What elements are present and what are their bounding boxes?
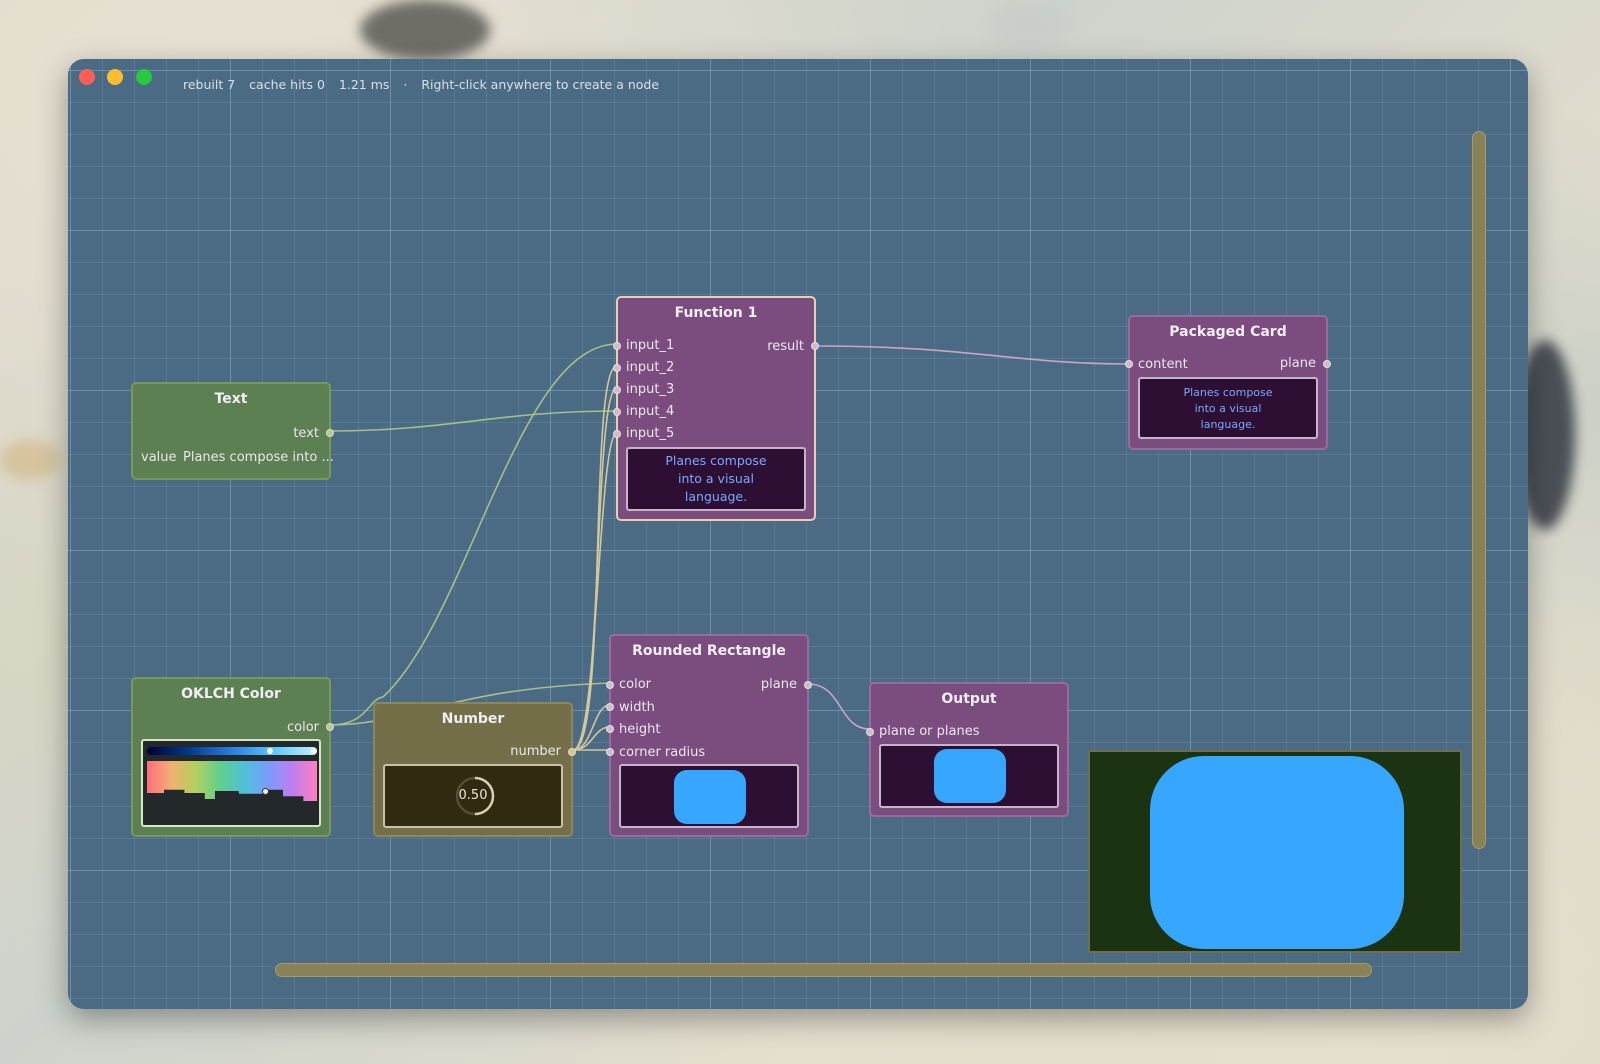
node-title: Output — [941, 691, 997, 707]
number-output-port[interactable] — [568, 748, 576, 756]
function-preview: Planes compose into a visual language. — [626, 447, 806, 511]
corner-radius-input-port[interactable] — [606, 748, 614, 756]
cache-hits: cache hits 0 — [249, 77, 325, 92]
plane-output-port[interactable] — [804, 681, 812, 689]
preview-line: Planes compose — [1183, 386, 1273, 399]
maximize-button[interactable] — [136, 69, 152, 85]
content-input-port[interactable] — [1125, 360, 1133, 368]
input-port-3[interactable] — [613, 386, 621, 394]
color-output-port[interactable] — [326, 723, 334, 731]
value-field[interactable]: Planes compose into ... — [183, 450, 334, 465]
planes-input-port[interactable] — [866, 728, 874, 736]
function-node[interactable]: Function 1 input_1 input_2 input_3 input… — [613, 296, 819, 521]
output-port-label: number — [510, 744, 561, 759]
node-title: Text — [214, 391, 248, 407]
output-port-label: color — [286, 720, 319, 735]
wire-color-to-input1 — [329, 343, 618, 726]
input-port-2[interactable] — [613, 364, 621, 372]
preview-line: into a visual — [678, 471, 754, 486]
input-label: input_1 — [626, 338, 675, 353]
node-title: Number — [441, 711, 505, 727]
input-label: content — [1138, 357, 1188, 372]
output-shape-preview — [934, 749, 1006, 803]
hue-slider[interactable] — [147, 747, 317, 755]
rounded-rect-preview — [674, 770, 746, 824]
input-label: height — [619, 722, 661, 737]
vertical-scrollbar[interactable] — [1472, 131, 1486, 849]
card-preview: Planes compose into a visual language. — [1138, 377, 1318, 439]
minimize-button[interactable] — [107, 69, 123, 85]
output-preview — [879, 744, 1059, 808]
input-port-5[interactable] — [613, 430, 621, 438]
background-paint-stroke — [0, 440, 60, 480]
input-port-1[interactable] — [613, 342, 621, 350]
number-node[interactable]: Number number 0.50 — [373, 702, 576, 837]
wire-text-to-input4 — [329, 410, 618, 432]
node-title: Function 1 — [674, 305, 758, 321]
value-label: value — [141, 450, 177, 465]
wire-plane-to-output — [807, 683, 871, 730]
text-node[interactable]: Text text value Planes compose into ... — [131, 382, 334, 480]
input-label: width — [619, 700, 655, 715]
color-input-port[interactable] — [606, 681, 614, 689]
horizontal-scrollbar[interactable] — [275, 963, 1372, 977]
plane-output-port[interactable] — [1323, 360, 1331, 368]
close-button[interactable] — [79, 69, 95, 85]
wire-result-to-content — [815, 345, 1129, 365]
hue-slider-thumb[interactable] — [267, 748, 273, 754]
output-node[interactable]: Output plane or planes — [866, 682, 1069, 817]
node-title: Packaged Card — [1169, 324, 1287, 340]
width-input-port[interactable] — [606, 703, 614, 711]
input-label: corner radius — [619, 745, 706, 760]
input-label: plane or planes — [879, 724, 980, 739]
preview-line: language. — [684, 489, 748, 504]
input-port-4[interactable] — [613, 408, 621, 416]
chroma-gamut[interactable] — [147, 761, 317, 801]
hue-slider-end-thumb — [311, 748, 317, 754]
rendered-rounded-rectangle — [1150, 756, 1404, 949]
preview-line: language. — [1200, 418, 1256, 431]
result-output-port[interactable] — [811, 342, 819, 350]
height-input-port[interactable] — [606, 725, 614, 733]
input-label: input_5 — [626, 426, 675, 441]
output-port-label: plane — [1279, 356, 1316, 371]
text-output-port[interactable] — [326, 429, 334, 437]
color-picker[interactable] — [141, 739, 321, 827]
output-port-label: text — [293, 426, 319, 441]
number-dial-panel[interactable]: 0.50 — [383, 764, 563, 828]
rebuild-count: rebuilt 7 — [183, 77, 236, 92]
build-time: 1.21 ms — [338, 77, 390, 92]
node-title: OKLCH Color — [181, 686, 281, 702]
hint-text: Right-click anywhere to create a node — [421, 77, 660, 92]
preview-line: into a visual — [1194, 402, 1262, 415]
rounded-rectangle-node[interactable]: Rounded Rectangle color width height cor… — [606, 634, 812, 837]
wire-number-to-height — [572, 726, 611, 751]
render-output-viewport — [1088, 750, 1462, 953]
node-editor-window: rebuilt 7 cache hits 0 1.21 ms · Right-c… — [68, 59, 1528, 1009]
input-label: input_4 — [626, 404, 675, 419]
input-label: input_3 — [626, 382, 675, 397]
background-paint-stroke — [990, 0, 1070, 50]
color-picker-thumb[interactable] — [262, 788, 269, 795]
background-paint-stroke — [360, 0, 490, 60]
oklch-color-node[interactable]: OKLCH Color color — [131, 677, 334, 837]
number-value: 0.50 — [458, 788, 488, 803]
output-port-label: plane — [760, 677, 797, 692]
node-title: Rounded Rectangle — [632, 643, 786, 659]
status-bar: rebuilt 7 cache hits 0 1.21 ms · Right-c… — [183, 77, 669, 92]
input-label: color — [619, 677, 652, 692]
separator: · — [403, 77, 408, 92]
preview-line: Planes compose — [665, 453, 767, 468]
shape-preview — [619, 764, 799, 828]
dial-icon[interactable] — [453, 774, 497, 818]
output-port-label: result — [767, 339, 804, 354]
input-label: input_2 — [626, 360, 675, 375]
wire-number-to-width — [572, 704, 611, 751]
packaged-card-node[interactable]: Packaged Card content plane Planes compo… — [1125, 315, 1331, 450]
